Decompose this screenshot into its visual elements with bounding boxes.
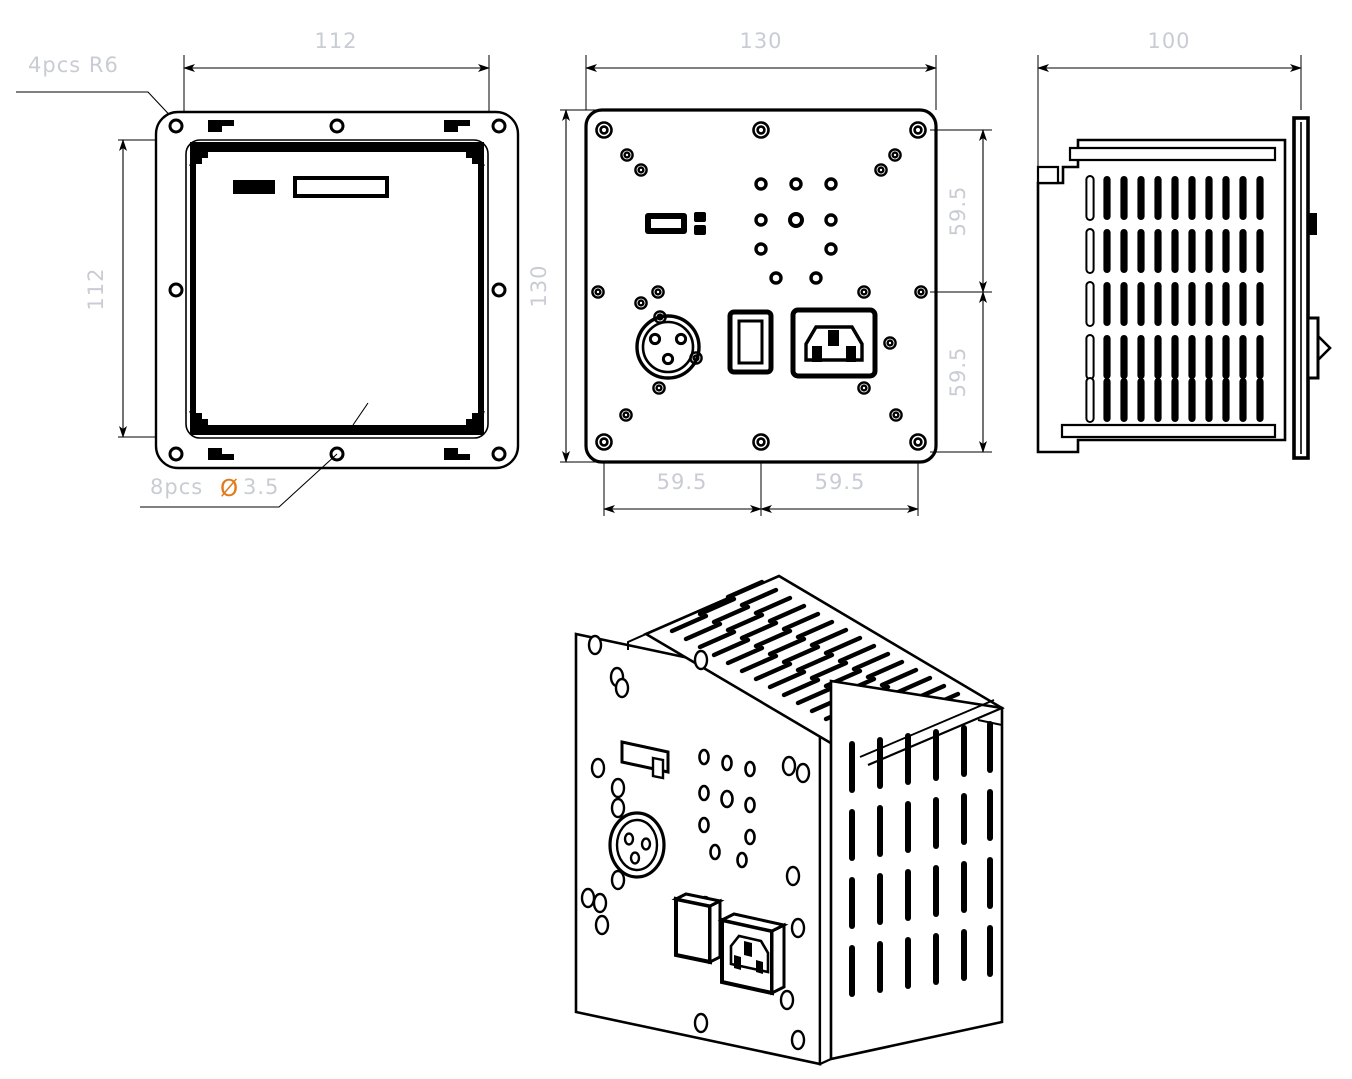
view-rear: 112 112 4pcs R6 — [16, 29, 520, 508]
vent-slot-column — [1120, 176, 1128, 422]
leader-line-hole — [140, 453, 338, 508]
rear-corner-arc-bl — [189, 410, 215, 432]
iec-inlet — [790, 307, 878, 379]
vent-slot-column — [1085, 175, 1095, 423]
rear-inner-clip-tr — [466, 152, 478, 164]
mounting-hole — [168, 282, 184, 298]
dim-label-vertical-lower: 59.5 — [946, 347, 970, 398]
rear-cover-outline — [185, 139, 489, 439]
iso-fuse-window — [620, 740, 670, 780]
side-top-rail — [1068, 146, 1277, 162]
dim-label-horizontal-right: 59.5 — [815, 470, 866, 494]
iec-pin-live — [812, 346, 822, 362]
rear-slot-window — [293, 176, 389, 198]
side-connector-profile-upper — [1308, 213, 1317, 235]
side-bottom-rail — [1060, 423, 1277, 439]
iso-top-back-edge — [867, 706, 1003, 767]
dim-front-vertical: 59.5 59.5 — [930, 129, 992, 453]
rear-clip-bottom-left — [208, 448, 234, 460]
front-panel-plate — [584, 108, 938, 464]
rear-label-block — [233, 180, 275, 194]
dim-side-depth: 100 — [1037, 29, 1302, 180]
xlr-connector — [635, 314, 701, 380]
rear-clip-top-left — [208, 120, 234, 132]
view-isometric — [574, 574, 1005, 1066]
note-label-hole-count: 8pcs — [150, 475, 203, 499]
rear-band-left — [190, 152, 196, 425]
dim-label-rear-height: 112 — [84, 267, 108, 310]
rear-band-bottom — [190, 425, 484, 435]
rear-outer-flange — [154, 110, 520, 470]
dot-matrix-vents — [754, 177, 838, 285]
dim-label-horizontal-left: 59.5 — [657, 470, 708, 494]
rear-inner-clip-br — [466, 413, 478, 425]
view-side: 100 — [1036, 29, 1332, 460]
rear-band-top — [190, 142, 484, 152]
iso-rocker-switch[interactable] — [671, 892, 725, 965]
dim-front-height: 130 — [527, 109, 600, 463]
iec-pin-earth — [828, 330, 839, 346]
side-connector-profile-lower — [1306, 316, 1332, 380]
rear-corner-arc-tl — [189, 145, 215, 167]
vent-slot-column — [1188, 176, 1196, 422]
iec-pin-neutral — [846, 346, 856, 362]
note-label-corner-radius: 4pcs R6 — [28, 53, 119, 77]
iso-panel-holes — [580, 634, 811, 1051]
note-corner-radius: 4pcs R6 — [16, 53, 179, 125]
leader-tick-band — [352, 402, 369, 426]
rocker-switch[interactable] — [727, 309, 774, 375]
vent-slot-column — [1205, 176, 1213, 422]
fuse-window — [645, 212, 706, 235]
iso-back-notch — [977, 708, 1003, 727]
fuse-indicator-top — [694, 212, 706, 222]
vent-slot-column — [1154, 176, 1162, 422]
rear-corner-arc-br — [459, 410, 485, 432]
iso-iec-inlet — [717, 912, 789, 996]
side-left-tab — [1036, 165, 1060, 185]
dim-label-side-depth: 100 — [1147, 29, 1190, 53]
dot-matrix-center — [788, 212, 804, 228]
mounting-hole — [491, 118, 507, 134]
dim-front-horizontal: 59.5 59.5 — [603, 462, 919, 516]
rear-inner-clip-tl — [196, 152, 208, 164]
mounting-hole — [168, 446, 184, 462]
dim-rear-width: 112 — [183, 29, 490, 112]
iso-dot-matrix — [698, 748, 756, 869]
diameter-symbol-icon: Ø — [220, 476, 238, 502]
vent-slot-column — [1137, 176, 1145, 422]
note-label-hole-size: 3.5 — [243, 475, 279, 499]
mounting-hole — [329, 118, 345, 134]
rear-mounting-holes — [168, 118, 507, 462]
note-hole-diameter: 8pcs Ø 3.5 — [140, 402, 369, 508]
mounting-hole — [491, 282, 507, 298]
rear-band-right — [478, 152, 484, 425]
fuse-indicator-bottom — [694, 225, 706, 235]
iso-right-face — [829, 679, 1004, 1061]
mounting-hole — [491, 446, 507, 462]
vent-slot-column — [1103, 176, 1111, 422]
rear-corner-arc-tr — [459, 145, 485, 167]
mounting-hole — [168, 118, 184, 134]
rear-clip-top-right — [444, 120, 470, 132]
rear-inner-clip-bl — [196, 413, 208, 425]
dim-label-front-width: 130 — [739, 29, 782, 53]
iso-top-back-edge-2 — [859, 699, 995, 758]
vent-slot-column — [1239, 176, 1247, 422]
dim-label-rear-width: 112 — [314, 29, 357, 53]
vent-slot-column — [1171, 176, 1179, 422]
vent-slot-column — [1256, 176, 1264, 422]
dim-label-front-height: 130 — [527, 264, 551, 307]
vent-slot-column — [1222, 176, 1230, 422]
dim-label-vertical-upper: 59.5 — [946, 186, 970, 237]
dim-rear-height: 112 — [84, 139, 200, 438]
dim-front-width: 130 — [585, 29, 937, 110]
iso-top-left-tab — [627, 633, 647, 650]
view-front: 130 130 — [527, 29, 992, 516]
rear-clip-bottom-right — [444, 448, 470, 460]
iso-xlr-connector — [608, 811, 666, 879]
